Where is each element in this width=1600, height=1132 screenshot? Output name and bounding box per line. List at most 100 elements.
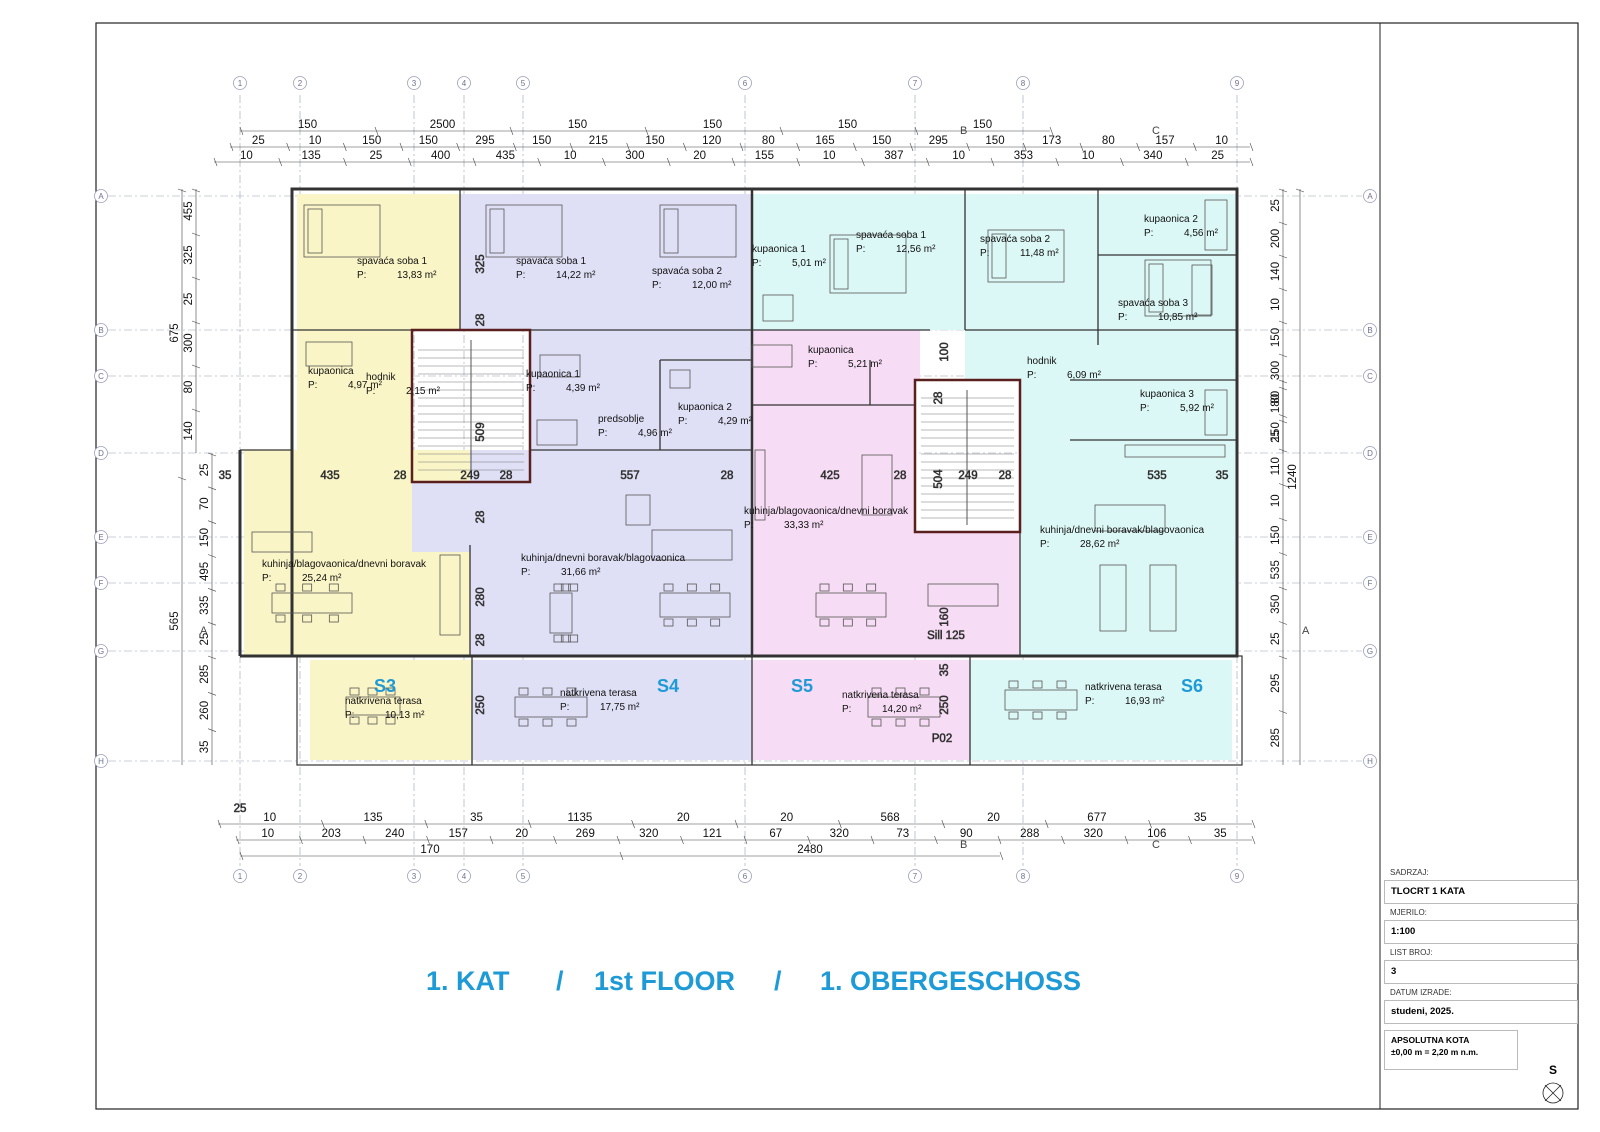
grid-label: E xyxy=(98,533,103,542)
dimension-tick xyxy=(914,126,919,136)
dimension-value: 150 xyxy=(703,119,722,131)
dimension-tick xyxy=(407,157,412,167)
dimension-tick xyxy=(207,452,217,457)
room-area-s4-terrace: 17,75 m² xyxy=(600,702,640,713)
room-name-s3-bath: kupaonica xyxy=(308,366,354,377)
grid-label: 1 xyxy=(238,872,243,881)
dimension-value: 80 xyxy=(762,135,775,147)
dimension-value: 150 xyxy=(1270,422,1282,441)
chair xyxy=(919,687,930,696)
dimension-value: 35 xyxy=(1194,812,1207,824)
room-name-s5-living: kuhinja/blagovaonica/dnevni boravak xyxy=(744,506,909,517)
room-area-s4-bed1: 14,22 m² xyxy=(556,270,596,281)
dimension-tick xyxy=(1148,819,1152,829)
sofa xyxy=(625,494,651,526)
room-name-s6-living: kuhinja/dnevni boravak/blagovaonica xyxy=(1040,525,1204,536)
room-area-prefix: P: xyxy=(856,244,865,255)
dimension-value: 150 xyxy=(645,135,664,147)
content-label: SADRZAJ: xyxy=(1390,868,1429,877)
dimension-tick xyxy=(997,835,1002,845)
kitchen-counter xyxy=(927,583,999,607)
bathroom-fixture xyxy=(751,344,793,368)
room-area-s4-bath1: 4,39 m² xyxy=(566,383,601,394)
grid-label: H xyxy=(1367,757,1373,766)
dimension-tick xyxy=(1278,448,1288,453)
dimension-tick xyxy=(807,835,811,845)
absolute-level-value: ±0,00 m = 2,20 m n.m. xyxy=(1391,1047,1479,1057)
grid-label: 3 xyxy=(412,79,417,88)
dimension-value: 495 xyxy=(199,562,211,581)
grid-label: 9 xyxy=(1235,872,1240,881)
grid-label: 5 xyxy=(521,79,526,88)
pillow xyxy=(833,238,849,290)
dimension-tick xyxy=(1278,287,1288,292)
grid-bubble xyxy=(1016,869,1030,883)
dining-table xyxy=(549,592,573,634)
dimension-value: 675 xyxy=(169,323,181,342)
room-area-s5-terrace: 14,20 m² xyxy=(882,704,922,715)
dimension-tick xyxy=(966,142,970,152)
grid-label: D xyxy=(1367,449,1373,458)
inner-dimension: 28 xyxy=(721,470,734,482)
room-area-s6-terrace: 16,93 m² xyxy=(1125,696,1165,707)
dimension-tick xyxy=(925,157,930,167)
dimension-tick xyxy=(569,142,574,152)
chair xyxy=(686,583,697,592)
room-area-s4-bath2: 4,29 m² xyxy=(718,416,753,427)
section-marker: C xyxy=(1152,125,1160,137)
dimension-tick xyxy=(796,157,801,167)
chair xyxy=(895,687,906,696)
dimension-value: 20 xyxy=(677,812,690,824)
unit-label-s5: S5 xyxy=(791,676,813,696)
dining-table xyxy=(867,696,941,718)
dimension-value: 350 xyxy=(1270,595,1282,614)
dimension-value: 10 xyxy=(240,150,253,162)
dimension-tick xyxy=(683,142,687,152)
room-area-s3-terrace: 10,13 m² xyxy=(385,710,425,721)
room-name-s4-terrace: natkrivena terasa xyxy=(560,688,637,699)
dimension-tick xyxy=(207,554,217,558)
dimension-tick xyxy=(1055,157,1060,167)
grid-label: 6 xyxy=(743,79,748,88)
room-area-prefix: P: xyxy=(345,710,354,721)
grid-bubble xyxy=(1363,369,1377,383)
room-area-s6-bed1: 12,56 m² xyxy=(896,244,936,255)
dimension-tick xyxy=(527,819,532,829)
chair xyxy=(553,634,564,643)
dimension-value: 90 xyxy=(960,828,973,840)
grid-label: A xyxy=(1367,192,1373,201)
dimension-tick xyxy=(509,126,514,136)
grid-bubble xyxy=(908,76,922,90)
dimension-tick xyxy=(619,851,624,861)
grid-label: 6 xyxy=(743,872,748,881)
dimension-tick xyxy=(1184,157,1189,167)
room-name-s3-bed1: spavaća soba 1 xyxy=(357,256,427,267)
inner-dimension: P02 xyxy=(932,733,952,745)
bathroom-fixture xyxy=(669,369,691,389)
room-area-s6-bath2: 4,56 m² xyxy=(1184,228,1219,239)
dimension-value: 155 xyxy=(755,150,774,162)
dimension-value: 285 xyxy=(1270,728,1282,747)
room-area-prefix: P: xyxy=(842,704,851,715)
dimension-value: 320 xyxy=(1084,828,1103,840)
dimension-value: 565 xyxy=(169,611,181,630)
room-area-prefix: P: xyxy=(516,270,525,281)
dimension-tick xyxy=(1079,142,1084,152)
date-value: studeni, 2025. xyxy=(1384,1000,1578,1024)
dimension-tick xyxy=(399,142,404,152)
dimension-tick xyxy=(1049,126,1054,136)
dimension-tick xyxy=(537,157,542,167)
room-area-s6-bed3: 10,85 m² xyxy=(1158,312,1198,323)
grid-label: 1 xyxy=(238,79,243,88)
dimension-tick xyxy=(1278,655,1288,660)
grid-label: 9 xyxy=(1235,79,1240,88)
dimension-value: 25 xyxy=(1270,199,1282,212)
chair xyxy=(866,618,877,627)
chair xyxy=(710,583,721,592)
chair xyxy=(349,687,360,696)
dimension-tick xyxy=(1249,157,1254,167)
unit-fill xyxy=(310,660,472,760)
dimension-tick xyxy=(235,835,240,845)
dimension-tick xyxy=(191,320,201,325)
chair xyxy=(275,583,286,592)
